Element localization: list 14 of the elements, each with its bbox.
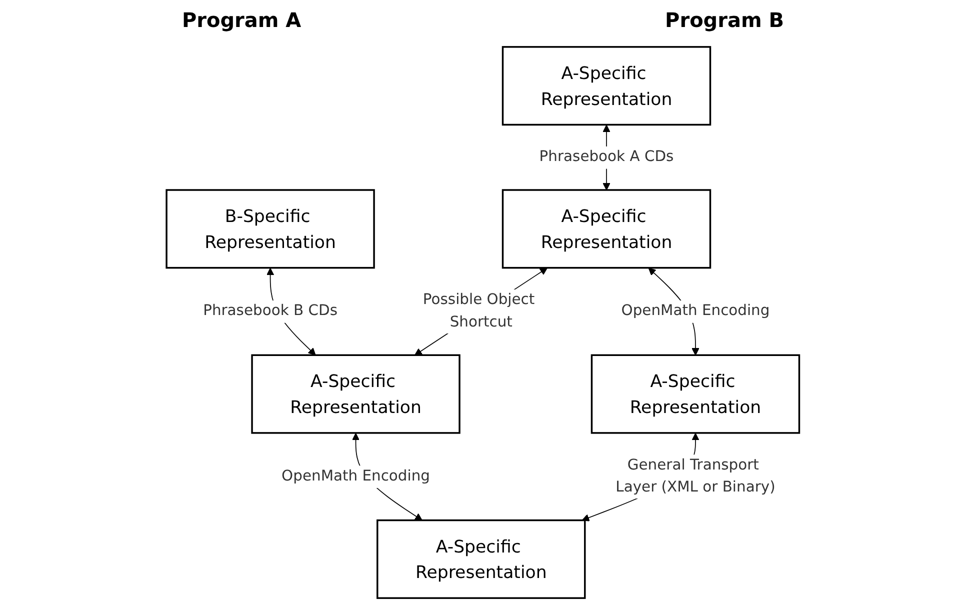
edge-label: General Transport Layer (XML or Binary) bbox=[616, 456, 776, 496]
column-heading: Program B bbox=[665, 8, 784, 32]
node-box: A-Specific Representation bbox=[502, 189, 712, 269]
node-box: A-Specific Representation bbox=[590, 354, 800, 434]
edge-label: Phrasebook A CDs bbox=[539, 148, 674, 166]
edge-label: Possible Object Shortcut bbox=[423, 291, 535, 330]
edge-label: Phrasebook B CDs bbox=[203, 302, 338, 320]
node-box: A-Specific Representation bbox=[251, 354, 460, 434]
node-box: A-Specific Representation bbox=[502, 46, 712, 126]
node-box: A-Specific Representation bbox=[376, 519, 586, 599]
edge-label: OpenMath Encoding bbox=[621, 302, 770, 320]
edge-label: OpenMath Encoding bbox=[282, 467, 430, 485]
node-box: B-Specific Representation bbox=[166, 189, 376, 269]
column-heading: Program A bbox=[182, 8, 302, 32]
